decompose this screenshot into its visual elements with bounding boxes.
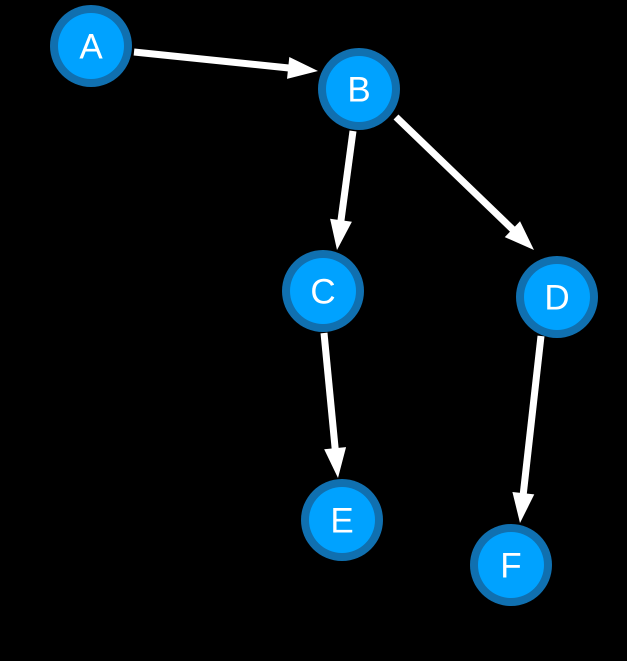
graph-node-d[interactable]: D (516, 256, 598, 338)
node-label-b: B (347, 71, 370, 110)
graph-edge-d-f[interactable] (512, 335, 545, 523)
edge-line-b-d (393, 114, 517, 234)
nodes-layer: A B C D E F (50, 5, 598, 606)
graph-node-a[interactable]: A (50, 5, 132, 87)
graph-node-e[interactable]: E (301, 479, 383, 561)
node-fill-e (309, 487, 375, 553)
graph-edge-c-e[interactable] (320, 332, 347, 478)
arrowhead-icon-a-b (287, 56, 318, 79)
graph-edge-b-d[interactable] (393, 114, 534, 250)
node-fill-b (326, 56, 392, 122)
node-label-e: E (330, 502, 353, 541)
arrowhead-icon-d-f (512, 491, 535, 523)
edge-line-d-f (519, 335, 545, 496)
edge-line-a-b (133, 48, 291, 72)
arrowhead-icon-b-c (330, 218, 352, 250)
edge-line-b-c (337, 130, 357, 223)
graph-node-f[interactable]: F (470, 524, 552, 606)
arrowhead-icon-b-d (504, 221, 534, 250)
node-fill-f (478, 532, 544, 598)
graph-node-c[interactable]: C (282, 250, 364, 332)
node-fill-c (290, 258, 356, 324)
arrowhead-icon-c-e (324, 447, 347, 478)
node-label-d: D (544, 279, 569, 318)
node-fill-a (58, 13, 124, 79)
graph-node-b[interactable]: B (318, 48, 400, 130)
node-fill-d (524, 264, 590, 330)
edge-line-c-e (320, 332, 339, 451)
node-label-c: C (310, 273, 335, 312)
node-label-a: A (79, 28, 103, 67)
graph-edge-a-b[interactable] (133, 48, 318, 79)
edges-layer (133, 48, 545, 523)
node-label-f: F (500, 547, 521, 586)
graph-edge-b-c[interactable] (330, 130, 357, 250)
